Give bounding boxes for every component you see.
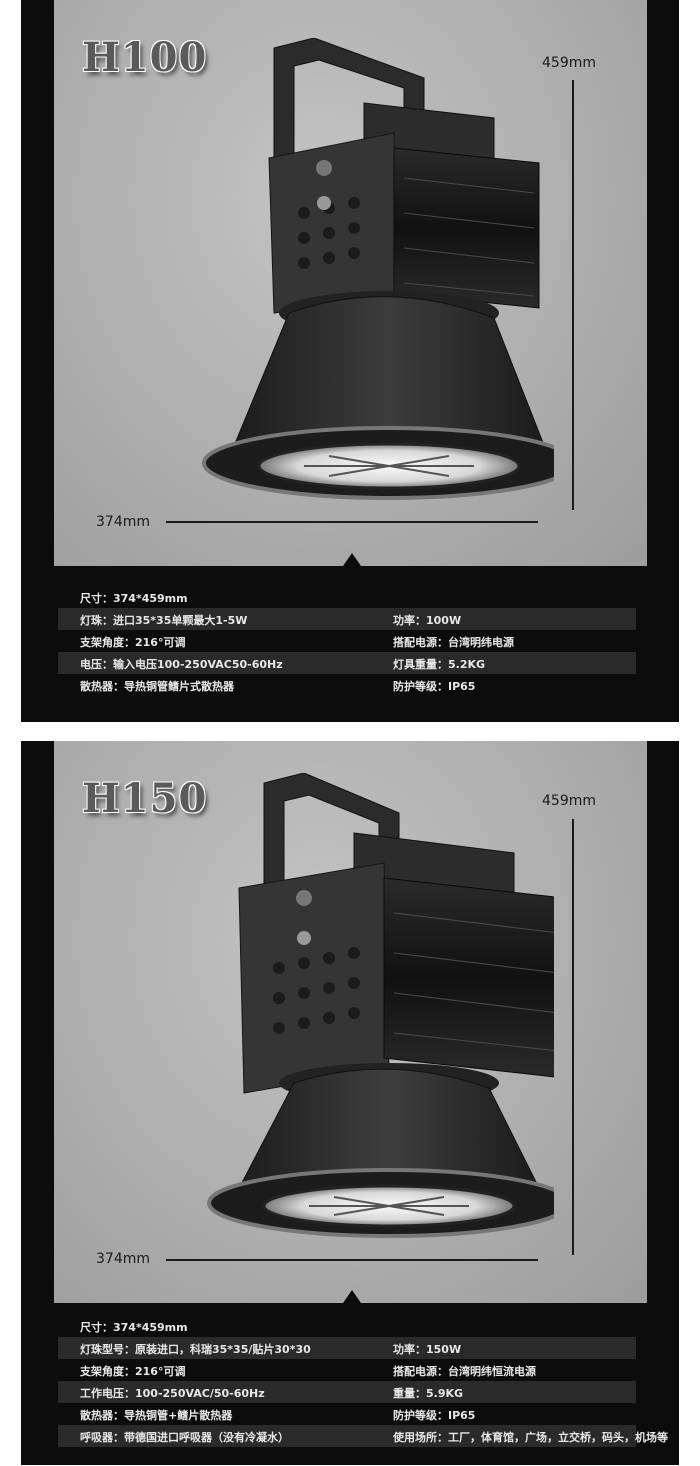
spec-left: 灯珠型号：原装进口，科瑞35*35/贴片30*30	[80, 1343, 311, 1356]
spec-row: 支架角度：216°可调 搭配电源：台湾明纬电源	[58, 630, 636, 652]
spec-right: 重量：5.9KG	[393, 1387, 464, 1400]
product-panel-h150: H150 459mm 374mm	[21, 741, 679, 1465]
height-dimension-line	[572, 819, 574, 1255]
height-dimension-line	[572, 80, 574, 510]
spec-right: 防护等级：IP65	[393, 1409, 476, 1422]
spec-left: 支架角度：216°可调	[80, 636, 186, 649]
pointer-notch	[343, 553, 361, 566]
spec-right: 功率：100W	[393, 614, 462, 627]
spec-row-size: 尺寸：374*459mm	[58, 586, 636, 608]
spec-right: 搭配电源：台湾明纬电源	[393, 636, 514, 649]
spec-size: 尺寸：374*459mm	[80, 1321, 188, 1334]
spec-left: 散热器：导热铜管+鳍片散热器	[80, 1409, 233, 1422]
model-title: H150	[82, 775, 208, 822]
spec-right: 防护等级：IP65	[393, 680, 476, 693]
spec-row: 支架角度：216°可调 搭配电源：台湾明纬恒流电源	[58, 1359, 636, 1381]
spec-left: 工作电压：100-250VAC/50-60Hz	[80, 1387, 265, 1400]
pointer-notch	[343, 1290, 361, 1303]
width-dimension-label: 374mm	[96, 1251, 150, 1267]
product-photo-area: H100 459mm 374mm	[54, 0, 647, 566]
spec-left: 灯珠：进口35*35单颗最大1-5W	[80, 614, 248, 627]
width-dimension-line	[166, 521, 538, 523]
spec-left: 电压：输入电压100-250VAC50-60Hz	[80, 658, 283, 671]
spec-right: 功率：150W	[393, 1343, 462, 1356]
high-bay-lamp-image	[207, 773, 554, 1238]
width-dimension-label: 374mm	[96, 514, 150, 530]
product-photo-area: H150 459mm 374mm	[54, 741, 647, 1303]
spec-table: 尺寸：374*459mm 灯珠型号：原装进口，科瑞35*35/贴片30*30 功…	[58, 1315, 668, 1447]
spec-row: 灯珠型号：原装进口，科瑞35*35/贴片30*30 功率：150W	[58, 1337, 636, 1359]
spec-row: 散热器：导热铜管鳍片式散热器 防护等级：IP65	[58, 674, 636, 696]
spec-row: 电压：输入电压100-250VAC50-60Hz 灯具重量：5.2KG	[58, 652, 636, 674]
spec-row: 呼吸器：带德国进口呼吸器（没有冷凝水） 使用场所：工厂，体育馆，广场，立交桥，码…	[58, 1425, 668, 1447]
spec-right: 搭配电源：台湾明纬恒流电源	[393, 1365, 536, 1378]
product-panel-h100: H100 459mm 374mm	[21, 0, 679, 722]
spec-left: 呼吸器：带德国进口呼吸器（没有冷凝水）	[80, 1431, 289, 1444]
spec-row: 灯珠：进口35*35单颗最大1-5W 功率：100W	[58, 608, 636, 630]
spec-right: 灯具重量：5.2KG	[393, 658, 486, 671]
spec-row: 散热器：导热铜管+鳍片散热器 防护等级：IP65	[58, 1403, 636, 1425]
spec-row: 工作电压：100-250VAC/50-60Hz 重量：5.9KG	[58, 1381, 636, 1403]
height-dimension-label: 459mm	[542, 55, 596, 71]
high-bay-lamp-image	[202, 38, 554, 500]
spec-row-size: 尺寸：374*459mm	[58, 1315, 636, 1337]
model-title: H100	[82, 34, 208, 81]
width-dimension-line	[166, 1259, 538, 1261]
spec-left: 支架角度：216°可调	[80, 1365, 186, 1378]
spec-size: 尺寸：374*459mm	[80, 592, 188, 605]
spec-right: 使用场所：工厂，体育馆，广场，立交桥，码头，机场等	[393, 1431, 668, 1444]
height-dimension-label: 459mm	[542, 793, 596, 809]
spec-table: 尺寸：374*459mm 灯珠：进口35*35单颗最大1-5W 功率：100W …	[58, 586, 636, 696]
spec-left: 散热器：导热铜管鳍片式散热器	[80, 680, 234, 693]
